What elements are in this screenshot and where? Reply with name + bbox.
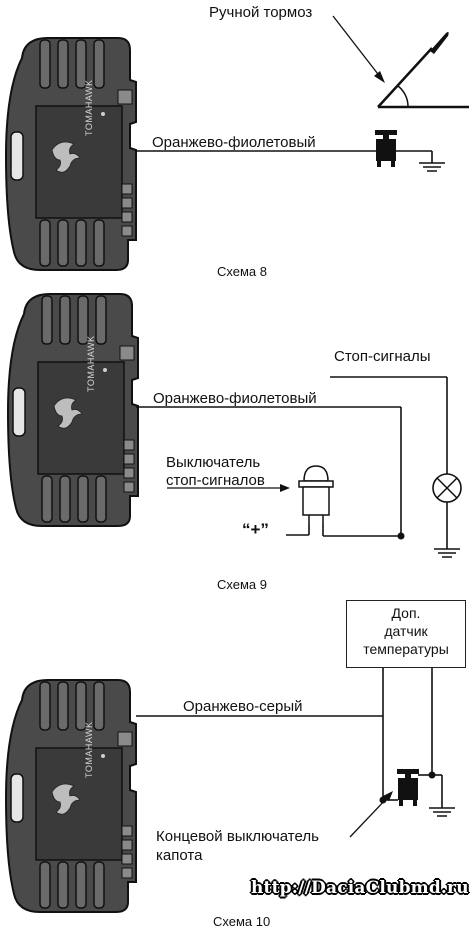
brake-lights-label: Стоп-сигналы xyxy=(334,348,431,365)
plus-label: “+” xyxy=(242,520,269,539)
scheme-9 xyxy=(7,293,462,558)
brake-light-switch-icon xyxy=(298,465,334,523)
hood-switch-icon xyxy=(397,769,419,806)
sensor-label-line2: датчик xyxy=(384,623,428,639)
alarm-module-icon xyxy=(5,37,137,271)
module-brand-label: TOMAHAWK xyxy=(84,79,94,136)
pointer-arrow xyxy=(332,15,382,79)
pointer-arrow xyxy=(349,796,389,838)
hood-switch-label-line2: капота xyxy=(156,847,203,864)
switch-label-line2: стоп-сигналов xyxy=(166,472,265,489)
alarm-module-icon xyxy=(7,293,139,527)
switch-label-line1: Выключатель xyxy=(166,454,261,471)
alarm-module-icon xyxy=(5,679,137,913)
wire-label: Оранжево-серый xyxy=(183,698,303,715)
wire-label: Оранжево-фиолетовый xyxy=(152,134,316,151)
handbrake-icon xyxy=(377,32,469,109)
scheme-caption: Схема 9 xyxy=(217,577,267,592)
ground-icon xyxy=(433,548,461,558)
lamp-icon xyxy=(432,473,462,503)
switch-icon xyxy=(375,130,397,167)
handbrake-label: Ручной тормоз xyxy=(209,4,313,21)
scheme-8 xyxy=(5,15,469,271)
scheme-caption: Схема 8 xyxy=(217,264,267,279)
sensor-label-line1: Доп. xyxy=(391,605,421,621)
hood-switch-label-line1: Концевой выключатель xyxy=(156,828,319,845)
junction-dot xyxy=(379,796,387,804)
sensor-label-line3: температуры xyxy=(363,641,449,657)
junction-dot xyxy=(397,532,405,540)
ground-icon xyxy=(418,162,446,172)
scheme-10 xyxy=(5,668,456,913)
module-brand-label: TOMAHAWK xyxy=(84,721,94,778)
ground-icon xyxy=(428,807,456,817)
scheme-caption: Схема 10 xyxy=(213,914,271,929)
module-brand-label: TOMAHAWK xyxy=(86,335,96,392)
wire-label: Оранжево-фиолетовый xyxy=(153,390,317,407)
watermark-url: http://DaciaClubmd.ru xyxy=(251,878,469,898)
temperature-sensor-box: Доп. датчик температуры xyxy=(346,600,466,668)
junction-dot xyxy=(428,771,436,779)
